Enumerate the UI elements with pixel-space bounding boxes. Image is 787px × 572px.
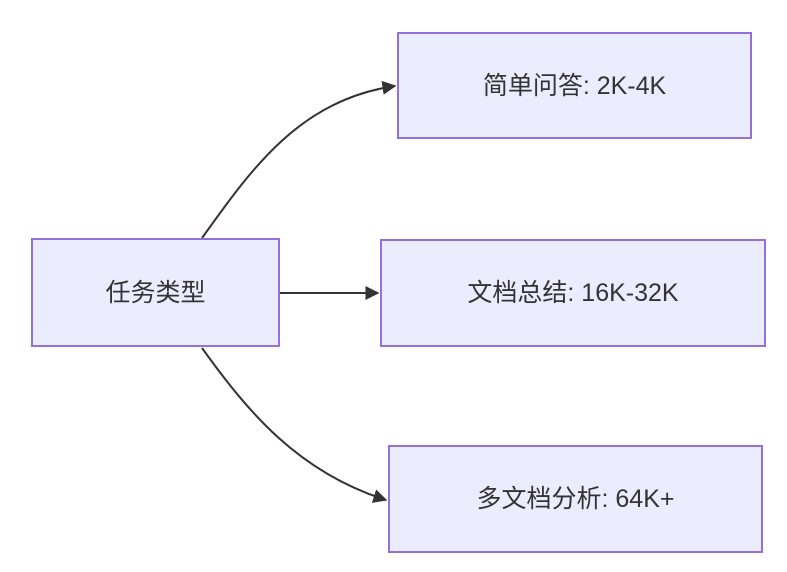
node-doc-summary: 文档总结: 16K-32K xyxy=(380,239,766,347)
edge-to-multi-doc xyxy=(201,347,388,503)
node-doc-summary-label: 文档总结: 16K-32K xyxy=(467,279,679,307)
node-multi-doc-label: 多文档分析: 64K+ xyxy=(476,485,675,513)
node-simple-qa-label: 简单问答: 2K-4K xyxy=(482,71,667,100)
edge-to-simple-qa xyxy=(201,80,397,239)
node-simple-qa: 简单问答: 2K-4K xyxy=(397,32,752,139)
node-task-type-label: 任务类型 xyxy=(105,278,206,307)
node-multi-doc: 多文档分析: 64K+ xyxy=(388,445,763,553)
node-task-type: 任务类型 xyxy=(31,238,280,347)
